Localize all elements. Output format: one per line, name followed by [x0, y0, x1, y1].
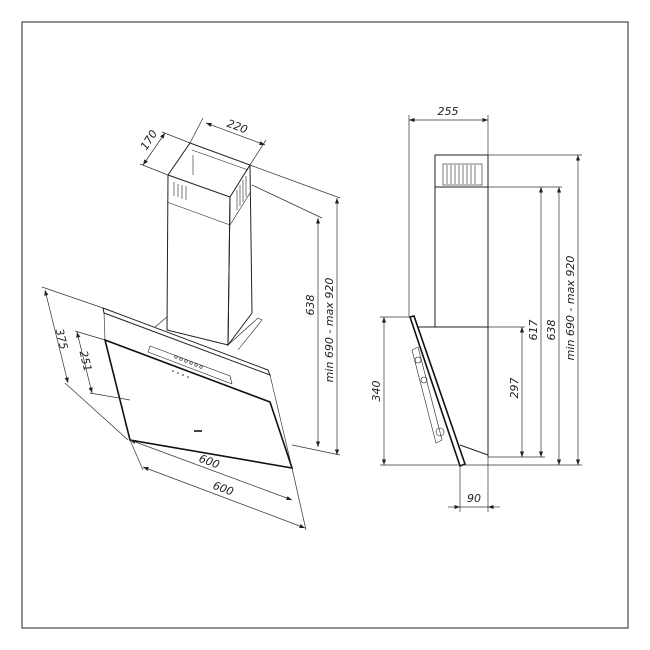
chimney-top-face [167, 142, 251, 198]
hood-side-view [408, 154, 489, 468]
side-dimensions: 255 340 297 617 638 min 690 - max 920 90 [370, 105, 582, 512]
dim-255: 255 [438, 105, 459, 118]
dim-overall-height: min 690 - max 920 [323, 278, 336, 383]
dim-375: 375 [53, 327, 71, 351]
dim-638: 638 [304, 295, 317, 316]
dim-340: 340 [370, 381, 383, 402]
glass-panel [103, 338, 294, 470]
dim-170: 170 [138, 128, 160, 153]
dim-638-side: 638 [545, 320, 558, 341]
dim-220: 220 [225, 117, 249, 136]
vent-slots [173, 176, 247, 210]
dim-251: 251 [77, 349, 95, 373]
drawing-frame [21, 21, 629, 629]
dim-overall-height-side: min 690 - max 920 [564, 256, 577, 361]
hood-perspective [102, 142, 294, 470]
perspective-dimensions: 220 170 638 min 690 - max 920 375 251 60… [41, 117, 341, 531]
dim-600-outer: 600 [211, 479, 235, 498]
brand-logo [194, 430, 202, 432]
dim-617: 617 [527, 320, 540, 341]
dim-90: 90 [467, 492, 481, 505]
side-vent-grille [442, 163, 483, 186]
dim-297: 297 [508, 378, 521, 399]
control-buttons [172, 355, 203, 378]
glass-side [408, 315, 467, 468]
